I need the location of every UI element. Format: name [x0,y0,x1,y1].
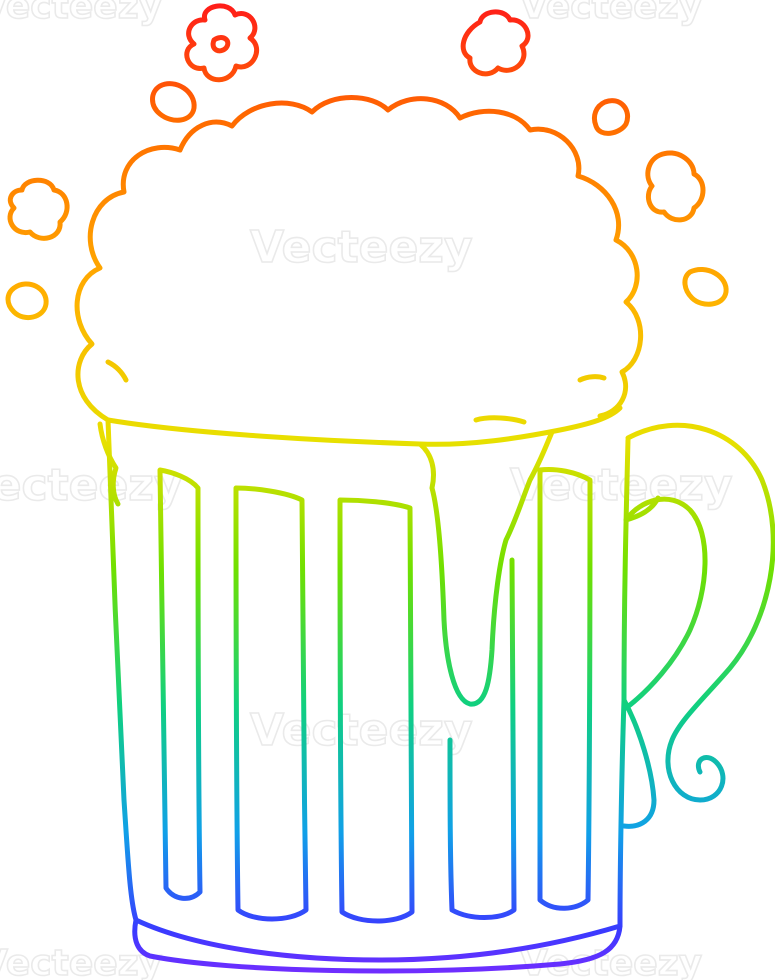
foam-splash [150,81,197,123]
mug-panel [157,467,203,901]
foam-splash [645,150,706,223]
foam-splash [7,177,70,241]
foam-splash [591,98,630,136]
mug-handle-inner [623,496,708,711]
mug-handle-lower [621,697,657,829]
watermark-text: Vecteezy [250,222,473,273]
foam-splash [5,281,49,321]
foam-splash-inner [210,35,231,54]
watermark-text: Vecteezy [0,0,162,27]
watermark: Vecteezy Vecteezy Vecteezy Vecteezy Vect… [0,0,733,980]
mug-line-art [5,3,775,974]
foam-splash [682,267,729,307]
foam-splash [460,9,531,77]
foam-drip [417,429,555,707]
mug-panel [337,497,415,924]
foam-bubble [105,359,129,383]
mug-handle [625,422,775,803]
mug-panel [537,467,593,911]
mug-panel [447,557,517,920]
mug-panel [233,485,309,922]
watermark-text: Vecteezy [0,943,162,980]
foam-bubble [473,415,527,425]
watermark-text: Vecteezy [250,705,473,756]
foam-head [74,95,643,423]
watermark-text: Vecteezy [0,460,183,511]
watermark-text: Vecteezy [520,0,702,27]
foam-rim [105,405,623,447]
mug-base [132,917,623,974]
foam-splash [184,3,259,83]
foam-drip [97,421,121,507]
mug-handle-drip [623,495,661,523]
foam-bubble [577,374,607,383]
